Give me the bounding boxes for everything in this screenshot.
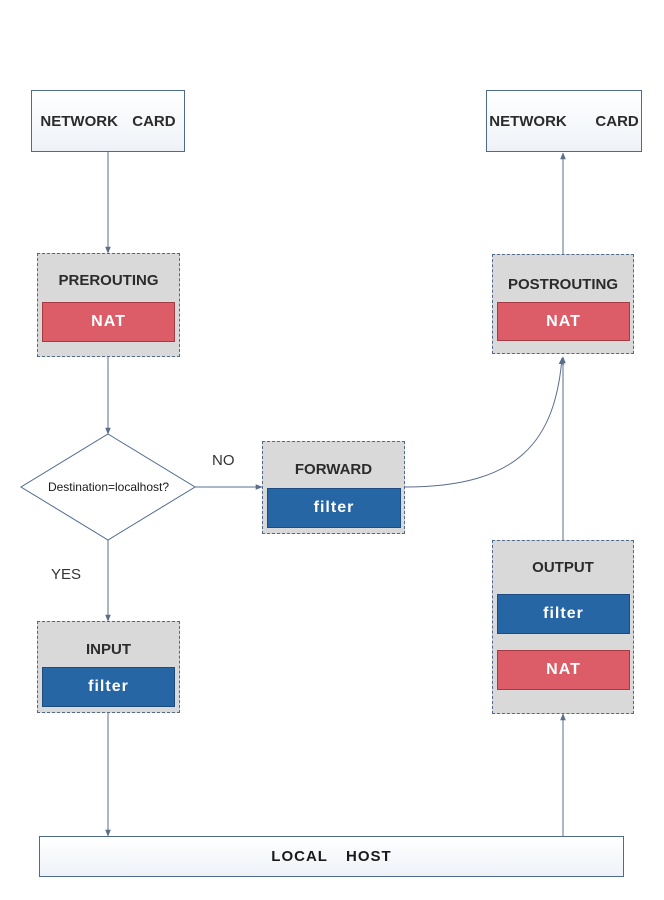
edge-label-no: NO bbox=[212, 452, 235, 469]
output-nat-table: NAT bbox=[497, 650, 630, 690]
decision-diamond bbox=[20, 433, 196, 541]
arrow-forward-to-postrouting bbox=[404, 357, 565, 488]
chain-postrouting-title: POSTROUTING bbox=[507, 276, 618, 293]
output-filter-table: filter bbox=[497, 594, 630, 634]
input-filter-table: filter bbox=[42, 667, 175, 707]
chain-prerouting-title: PREROUTING bbox=[58, 272, 159, 289]
forward-filter-table: filter bbox=[267, 488, 401, 528]
prerouting-nat-label: NAT bbox=[91, 313, 126, 330]
network-card-in-box: NETWORK CARD bbox=[31, 90, 185, 152]
input-filter-label: filter bbox=[88, 678, 129, 695]
chain-prerouting: PREROUTING NAT bbox=[37, 253, 180, 357]
chain-output-title: OUTPUT bbox=[532, 559, 594, 576]
local-host-box: LOCAL HOST bbox=[39, 836, 624, 877]
network-card-in-label: NETWORK CARD bbox=[40, 112, 176, 130]
chain-output: OUTPUT filter NAT bbox=[492, 540, 634, 714]
edge-label-yes: YES bbox=[51, 566, 82, 583]
prerouting-nat-table: NAT bbox=[42, 302, 175, 342]
output-nat-label: NAT bbox=[546, 661, 581, 678]
decision-label: Destination=localhost? bbox=[47, 480, 170, 494]
postrouting-nat-label: NAT bbox=[546, 312, 581, 330]
chain-forward-title: FORWARD bbox=[294, 461, 373, 478]
local-host-label: LOCAL HOST bbox=[271, 848, 392, 865]
network-card-out-box: NETWORK CARD bbox=[486, 90, 642, 152]
chain-forward: FORWARD filter bbox=[262, 441, 405, 534]
chain-input: INPUT filter bbox=[37, 621, 180, 713]
postrouting-nat-table: NAT bbox=[497, 302, 630, 341]
output-filter-label: filter bbox=[543, 605, 584, 622]
network-card-out-label: NETWORK CARD bbox=[489, 112, 639, 130]
chain-postrouting: POSTROUTING NAT bbox=[492, 254, 634, 354]
chain-input-title: INPUT bbox=[86, 641, 131, 658]
forward-filter-label: filter bbox=[313, 499, 355, 516]
